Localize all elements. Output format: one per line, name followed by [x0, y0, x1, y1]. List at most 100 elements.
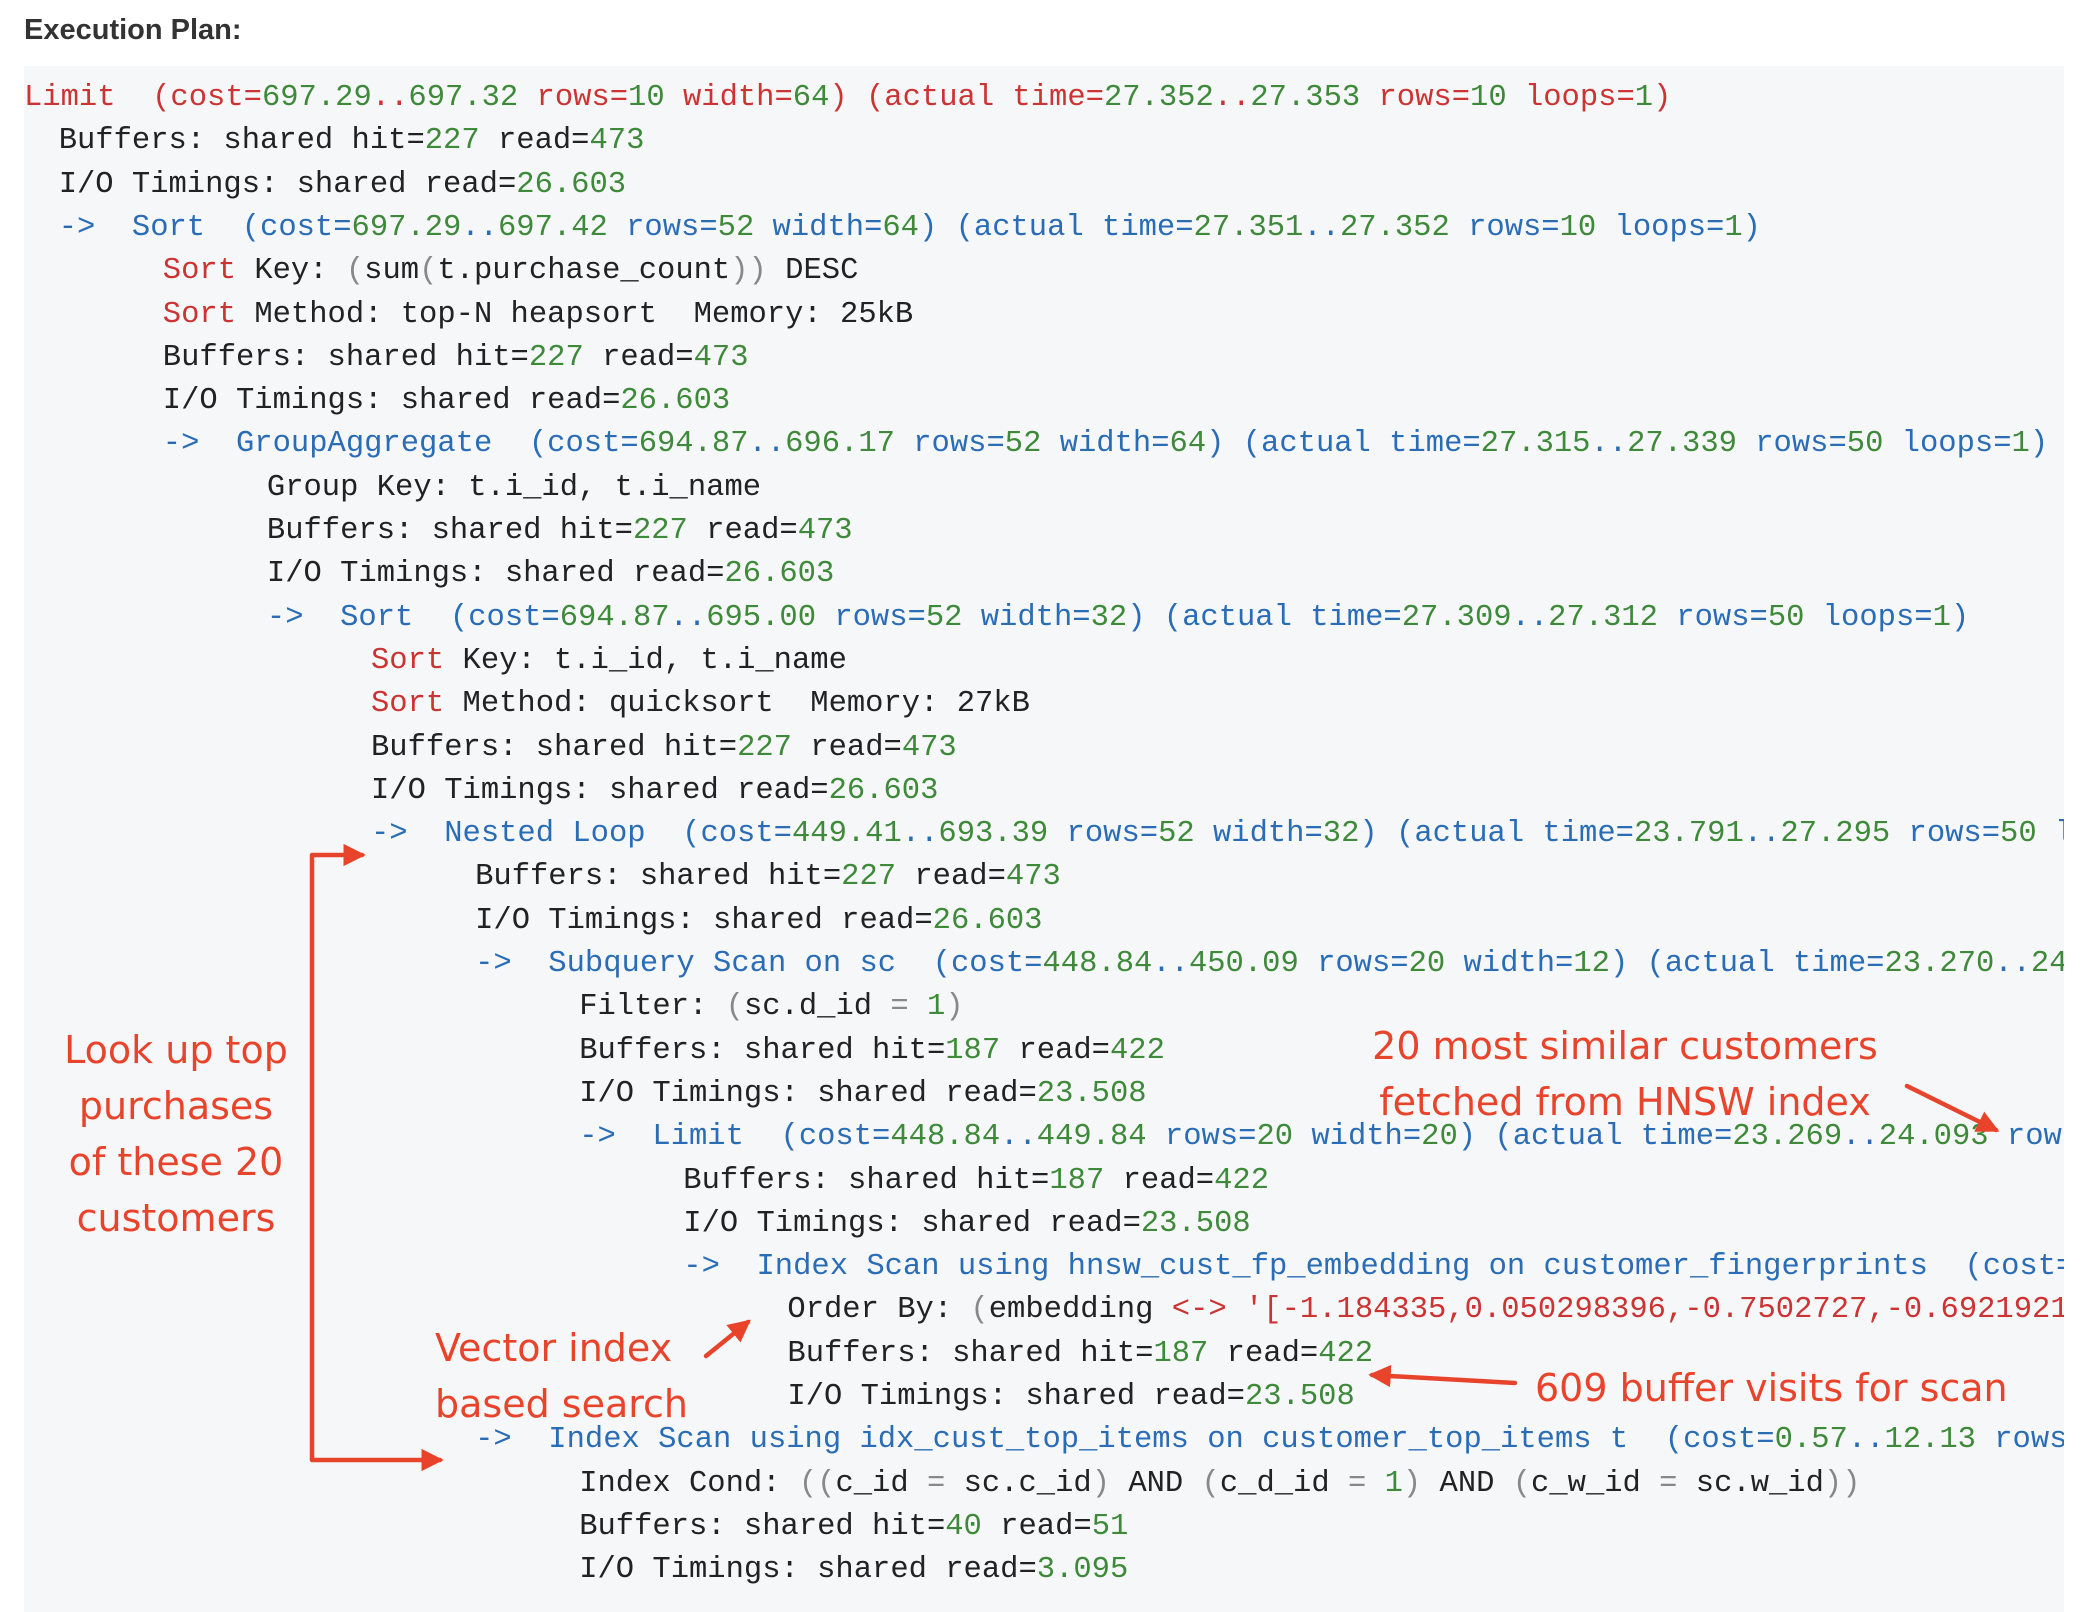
plan-token: ..	[1000, 1120, 1037, 1155]
plan-line: Buffers: shared hit=187 read=422	[579, 1030, 1165, 1073]
plan-token: loops=	[1506, 81, 1635, 115]
plan-token: -> Index Scan using idx_cust_top_items o…	[475, 1423, 1775, 1458]
plan-token: ) (actual time=	[1457, 1120, 1733, 1155]
plan-token: ) (actual time=	[829, 81, 1104, 115]
plan-token: 23.269	[1732, 1120, 1843, 1155]
plan-token: 23.508	[1036, 1076, 1147, 1111]
plan-token: rows=	[1736, 427, 1847, 462]
plan-token: 473	[901, 730, 957, 765]
plan-line: I/O Timings: shared read=26.603	[267, 553, 834, 596]
plan-token: width=	[664, 81, 793, 115]
plan-line: -> Nested Loop (cost=449.41..693.39 rows…	[371, 813, 2064, 856]
plan-token: rows=	[1146, 1120, 1257, 1155]
plan-line: Buffers: shared hit=227 read=473	[267, 510, 853, 553]
plan-token: (	[970, 1293, 989, 1328]
plan-token: 422	[1110, 1033, 1165, 1068]
plan-token: rows=	[1658, 600, 1768, 635]
plan-token: 10	[1559, 210, 1597, 245]
plan-token: I/O Timings: shared read=	[371, 773, 829, 808]
plan-token: read=	[1000, 1033, 1110, 1068]
plan-token: 227	[424, 124, 480, 159]
plan-line: -> Index Scan using idx_cust_top_items o…	[475, 1419, 2064, 1462]
plan-token: ..	[1590, 427, 1628, 462]
plan-line: Filter: (sc.d_id = 1)	[579, 986, 963, 1029]
plan-line: -> Subquery Scan on sc (cost=448.84..450…	[475, 943, 2064, 986]
plan-token: )	[945, 990, 964, 1025]
plan-token: I/O Timings: shared read=	[266, 557, 725, 592]
plan-token: 27.351	[1193, 210, 1304, 245]
plan-token: -> Sort (cost=	[58, 210, 352, 245]
plan-token: Sort	[162, 254, 237, 289]
plan-token: (	[1512, 1466, 1532, 1501]
plan-token: rows=	[1890, 817, 2001, 852]
plan-token: 26.603	[620, 384, 731, 419]
plan-token: Group Key: t.i_id, t.i_name	[266, 470, 762, 505]
plan-token: Buffers: shared hit=	[475, 860, 842, 895]
plan-token: 52	[925, 600, 963, 635]
plan-token: Sort	[371, 687, 445, 722]
plan-token: -> Limit (cost=	[579, 1120, 891, 1155]
plan-line: I/O Timings: shared read=23.508	[683, 1203, 1250, 1246]
plan-token: Buffers: shared hit=	[579, 1033, 946, 1068]
plan-token: width=	[1445, 947, 1574, 981]
plan-token: Limit (cost=	[24, 81, 262, 115]
plan-token: ) (actual time=	[918, 210, 1194, 245]
plan-token: ..	[1511, 600, 1549, 635]
plan-token: 450.09	[1188, 947, 1299, 981]
plan-token: ..	[1994, 947, 2031, 981]
plan-line: I/O Timings: shared read=26.603	[59, 164, 626, 207]
plan-line: I/O Timings: shared read=26.603	[475, 900, 1042, 943]
plan-token: 473	[1005, 860, 1061, 895]
plan-token: 1	[2011, 427, 2030, 462]
plan-token: I/O Timings: shared read=	[162, 384, 621, 419]
plan-token: 27.312	[1548, 600, 1658, 635]
plan-token: 23.508	[1140, 1206, 1251, 1241]
plan-token: 50	[2000, 817, 2037, 852]
plan-token: 3.095	[1036, 1553, 1129, 1588]
plan-token: width=	[754, 210, 883, 245]
plan-token: AND	[1110, 1466, 1202, 1501]
plan-token: I/O Timings: shared read=	[683, 1206, 1141, 1241]
plan-token: 473	[589, 124, 645, 159]
plan-token	[1227, 1293, 1245, 1327]
plan-token: rows=	[518, 81, 629, 115]
plan-token: ))	[1823, 1466, 1861, 1501]
plan-token: I/O Timings: shared read=	[579, 1076, 1037, 1111]
plan-token: sc.d_id	[743, 990, 891, 1025]
plan-token: 187	[945, 1033, 1001, 1068]
plan-token: rows=	[607, 210, 718, 245]
plan-token: Buffers: shared hit=	[683, 1163, 1050, 1198]
plan-token: 23.508	[1244, 1380, 1355, 1414]
plan-token	[909, 990, 927, 1024]
plan-token: 227	[528, 340, 584, 375]
plan-token: loops=	[2037, 817, 2064, 851]
plan-token: Method: quicksort Memory: 27kB	[444, 687, 1030, 722]
plan-line: Sort Key: t.i_id, t.i_name	[371, 640, 847, 683]
plan-token: 40	[945, 1509, 982, 1544]
plan-token: Buffers: shared hit=	[266, 514, 633, 548]
plan-token: ..	[371, 81, 409, 115]
plan-token: c_w_id	[1531, 1466, 1660, 1501]
plan-token: =	[890, 990, 909, 1025]
plan-line: Order By: (embedding <-> '[-1.184335,0.0…	[787, 1289, 2064, 1332]
annotation-lookup-purchases: Look up top purchases of these 20 custom…	[64, 1028, 288, 1240]
plan-token: )	[1742, 210, 1761, 245]
plan-token: (	[1201, 1466, 1220, 1501]
plan-token: c_id	[835, 1466, 927, 1501]
plan-token: 52	[1158, 817, 1195, 852]
plan-token: I/O Timings: shared read=	[475, 903, 933, 938]
plan-line: Sort Method: quicksort Memory: 27kB	[371, 683, 1030, 726]
plan-token: 12	[1573, 947, 1610, 981]
plan-token: 697.29	[261, 81, 372, 115]
plan-token: -> GroupAggregate (cost=	[162, 427, 639, 462]
plan-token: ..	[1743, 817, 1781, 852]
plan-token: 32	[1090, 600, 1128, 635]
plan-token: 27.295	[1780, 817, 1891, 852]
plan-token: 1	[1724, 210, 1743, 245]
plan-token: 227	[841, 860, 897, 895]
plan-token: -> Index Scan using hnsw_cust_fp_embeddi…	[683, 1250, 2064, 1285]
plan-token: Sort	[162, 297, 237, 332]
plan-token: )	[1950, 600, 1970, 635]
plan-token: 0.57	[1774, 1423, 1848, 1458]
plan-token: (	[345, 254, 365, 289]
